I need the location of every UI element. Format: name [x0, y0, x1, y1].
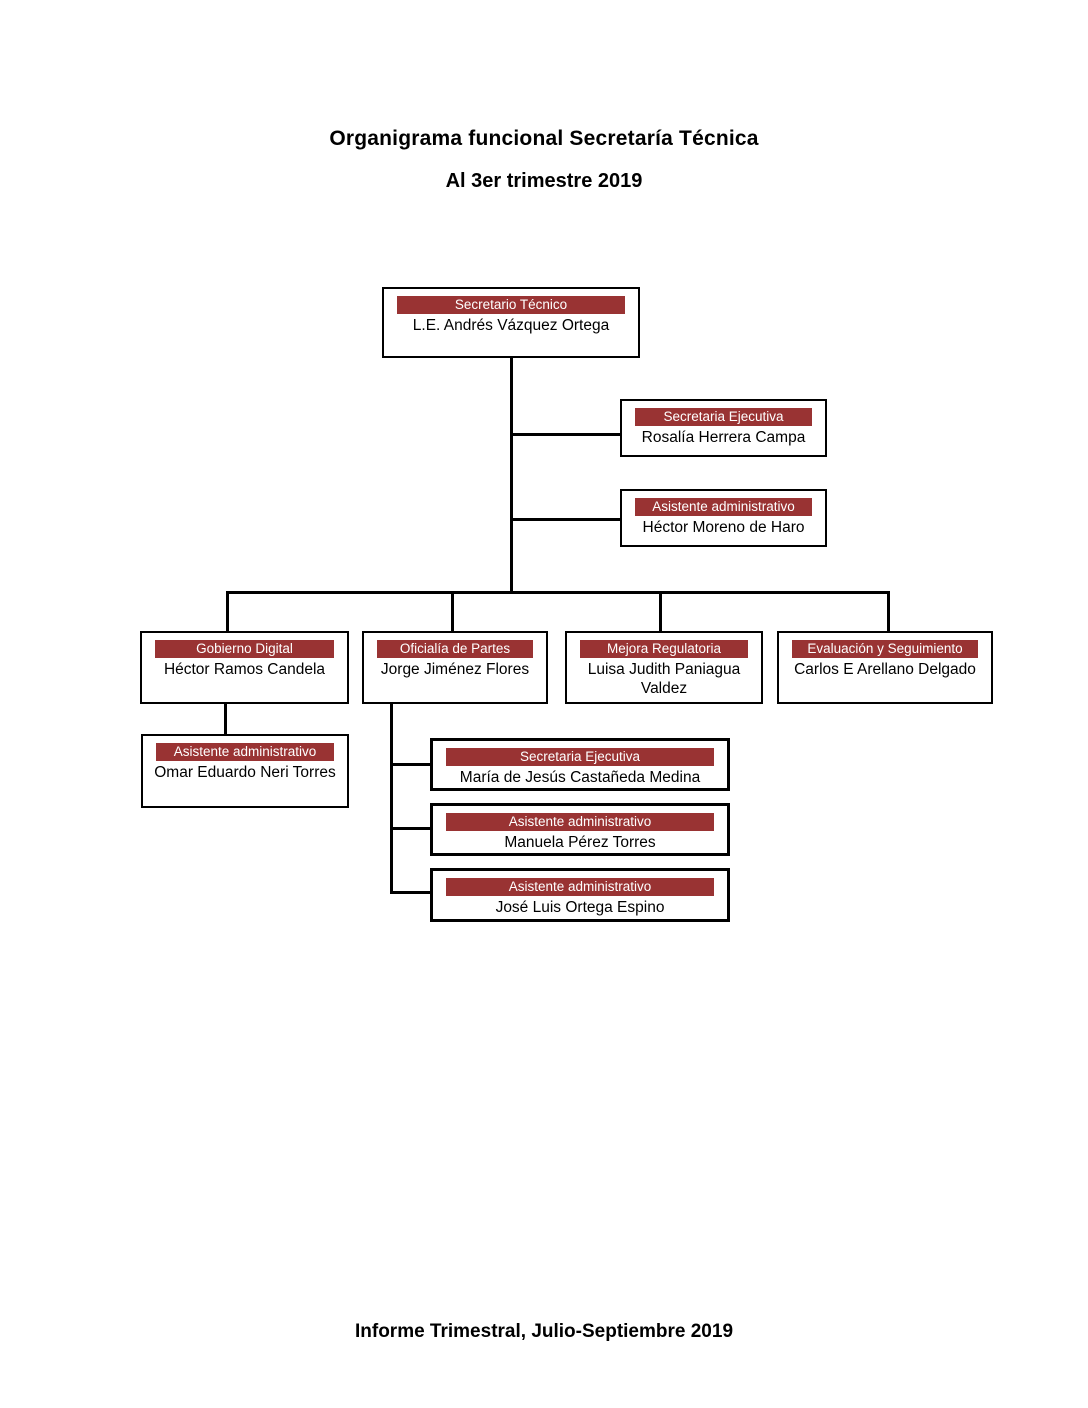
connector-drop-oficialia — [451, 591, 454, 632]
org-node-asistente-administrativo-3: Asistente administrativo Manuela Pérez T… — [430, 803, 730, 856]
org-node-asistente-administrativo-4: Asistente administrativo José Luis Orteg… — [430, 868, 730, 922]
org-node-oficialia-de-partes: Oficialía de Partes Jorge Jiménez Flores — [362, 631, 548, 704]
connector-stub-maria — [390, 763, 432, 766]
org-node-asistente-administrativo-2: Asistente administrativo Omar Eduardo Ne… — [141, 734, 349, 808]
node-title-bar: Asistente administrativo — [446, 813, 714, 831]
connector-stub-jose — [390, 891, 432, 894]
node-title-bar: Gobierno Digital — [155, 640, 334, 658]
node-person-name: María de Jesús Castañeda Medina — [459, 769, 701, 786]
node-title-bar: Evaluación y Seguimiento — [792, 640, 978, 658]
connector-gobierno-child — [224, 704, 227, 735]
page-footer: Informe Trimestral, Julio-Septiembre 201… — [354, 1321, 734, 1342]
org-node-secretario-tecnico: Secretario Técnico L.E. Andrés Vázquez O… — [382, 287, 640, 358]
node-person-name: Rosalía Herrera Campa — [641, 429, 806, 446]
page-subtitle: Al 3er trimestre 2019 — [445, 170, 643, 192]
node-title-bar: Secretaria Ejecutiva — [635, 408, 812, 426]
org-node-gobierno-digital: Gobierno Digital Héctor Ramos Candela — [140, 631, 349, 704]
connector-secretaria-ejecutiva — [510, 433, 620, 436]
node-person-name: Carlos E Arellano Delgado — [794, 661, 976, 678]
connector-drop-gobierno — [226, 591, 229, 632]
connector-main-horizontal — [226, 591, 890, 594]
node-person-name: Manuela Pérez Torres — [504, 834, 656, 851]
connector-oficialia-children — [390, 704, 393, 894]
connector-root-vertical — [510, 358, 513, 594]
page-title: Organigrama funcional Secretaría Técnica — [329, 127, 759, 150]
connector-drop-evaluacion — [887, 591, 890, 632]
node-title-bar: Secretaria Ejecutiva — [446, 748, 714, 766]
node-person-name: Héctor Moreno de Haro — [642, 519, 805, 536]
connector-drop-mejora — [659, 591, 662, 632]
connector-asistente-hector — [510, 518, 620, 521]
node-title-bar: Asistente administrativo — [446, 878, 714, 896]
node-person-name: Omar Eduardo Neri Torres — [154, 764, 336, 781]
org-node-asistente-administrativo-1: Asistente administrativo Héctor Moreno d… — [620, 489, 827, 547]
node-person-name: Jorge Jiménez Flores — [380, 661, 530, 678]
node-title-bar: Asistente administrativo — [156, 743, 334, 761]
node-person-name: Luisa Judith Paniagua Valdez — [587, 661, 741, 697]
org-node-secretaria-ejecutiva-2: Secretaria Ejecutiva María de Jesús Cast… — [430, 738, 730, 791]
node-person-name: Héctor Ramos Candela — [163, 661, 326, 678]
node-person-name: L.E. Andrés Vázquez Ortega — [412, 317, 610, 334]
org-node-secretaria-ejecutiva-1: Secretaria Ejecutiva Rosalía Herrera Cam… — [620, 399, 827, 457]
node-title-bar: Asistente administrativo — [635, 498, 812, 516]
org-node-evaluacion-y-seguimiento: Evaluación y Seguimiento Carlos E Arella… — [777, 631, 993, 704]
node-person-name: José Luis Ortega Espino — [495, 899, 665, 916]
org-node-mejora-regulatoria: Mejora Regulatoria Luisa Judith Paniagua… — [565, 631, 763, 704]
connector-stub-manuela — [390, 827, 432, 830]
node-title-bar: Oficialía de Partes — [377, 640, 533, 658]
node-title-bar: Secretario Técnico — [397, 296, 625, 314]
node-title-bar: Mejora Regulatoria — [580, 640, 748, 658]
